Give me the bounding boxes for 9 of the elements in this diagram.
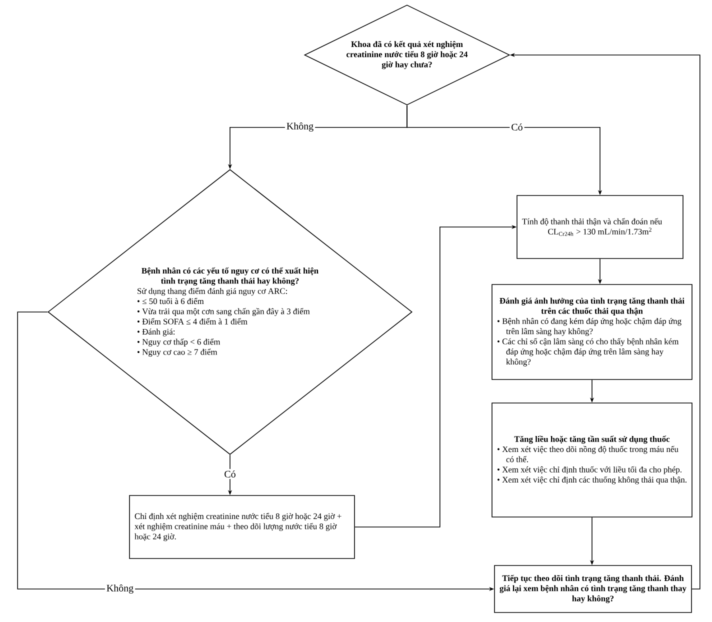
process-box: Đánh giá ảnh hưởng của tình trạng tăng thanh thải trên các thuốc thải qua thận • Bệnh nhân có đang kém đáp ứng hoặc chậm đáp ứng trên lâm sàng hay không? • Các chỉ số cận lâm sàng có cho thấy bệnh nhân kém đáp ứng hoặc chậm đáp ứng trên lâm sàng hay không?	[492, 284, 692, 380]
process-box: Tiếp tục theo dõi tình trạng tăng thanh thải. Đánh giá lại xem bệnh nhân có tình trạng tăng thanh thay hay không?	[494, 565, 692, 613]
edge-label: Có	[510, 122, 524, 132]
process-box: Tính độ thanh thải thận và chẩn đoán nếu CL$_{Cr24h}$ > 130 mL/min/1.73m$^{2}$	[516, 195, 684, 259]
process-box: Chỉ định xét nghiệm creatinine nước tiểu 8 giờ hoặc 24 giờ + xét nghiệm creatinine máu + theo dõi lượng nước tiểu 8 giờ hoặc 24 giờ.	[129, 495, 355, 559]
process-box: Tăng liều hoặc tăng tần suất sử dụng thuốc • Xem xét việc theo dõi nồng độ thuốc trong máu nếu có thể. • Xem xét việc chỉ định thuốc với liều tối đa cho phép. • Xem xét việc chỉ định các thuống không thải qua thận.	[492, 402, 692, 518]
edge-label: Không	[284, 120, 316, 134]
edge-label: Không	[104, 582, 136, 596]
edge-label: Có	[222, 468, 238, 479]
